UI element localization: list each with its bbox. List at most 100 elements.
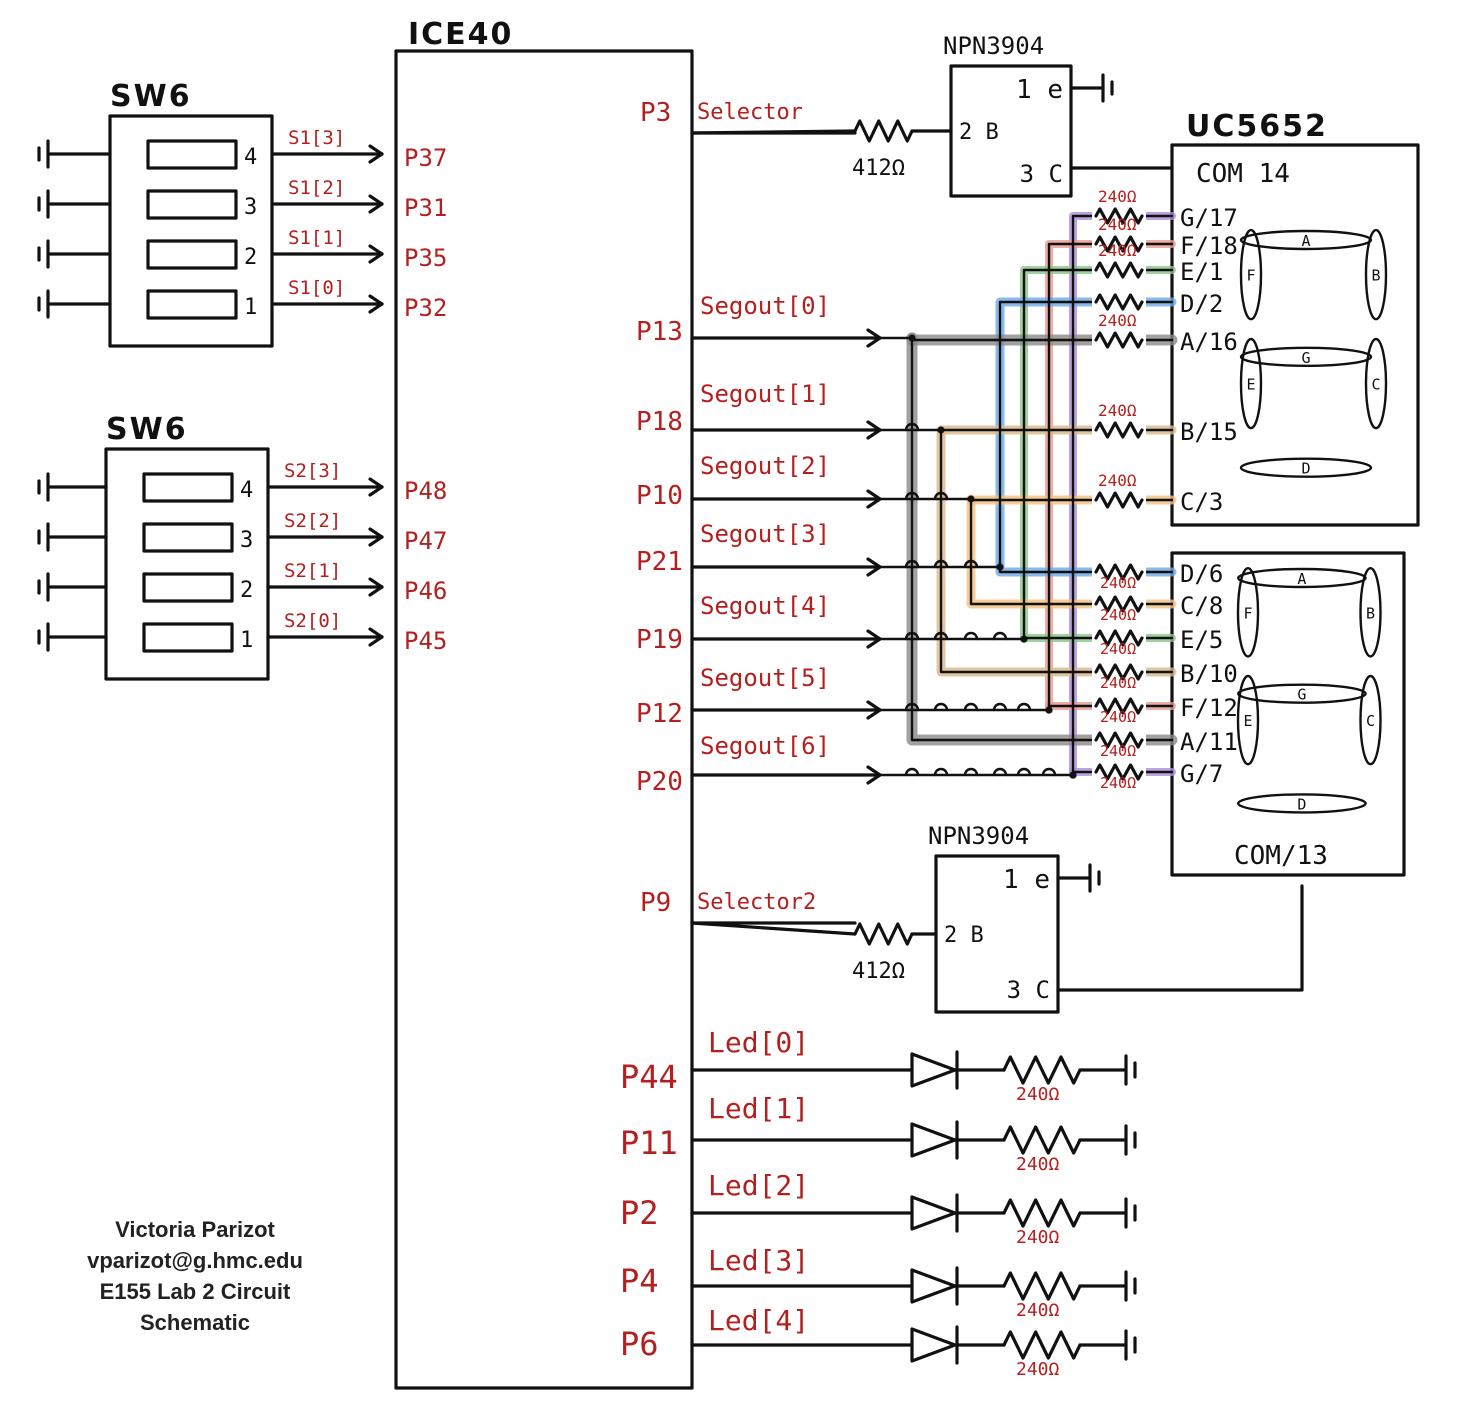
led-diode-symbol [910,1122,957,1158]
segout-net-label: Segout[6] [700,732,830,760]
junction-dot [996,563,1004,571]
resistor-label: 240Ω [1100,674,1136,692]
junction-dot [1045,706,1053,714]
switch-toggle [146,139,238,170]
resistor-label: 240Ω [1100,742,1136,760]
author-credit: Victoria Parizot vparizot@g.hmc.edu E155… [40,1214,350,1338]
display-pin-label: C/3 [1180,488,1223,516]
segment-d [1239,457,1373,478]
fpga-pin-label: P13 [636,317,683,347]
segout-net-label: Segout[2] [700,452,830,480]
segment-letter: C [1366,712,1375,730]
segment-letter: F [1246,267,1255,285]
transistor-base-pin: 2 B [959,120,999,145]
led-diode-symbol [910,1195,957,1231]
segment-letter: F [1243,604,1252,622]
switch-net-label: S1[0] [288,277,345,299]
resistor-label: 240Ω [1098,241,1137,260]
display-pin-label: F/12 [1180,694,1238,722]
selector-net-label: Selector [697,100,803,125]
led-net-label: Led[4] [708,1304,809,1337]
display-pin-label: B/15 [1180,418,1238,446]
transistor-emitter-pin: 1 e [1016,75,1063,105]
segment-b [1359,567,1382,658]
resistor-label: 240Ω [1100,708,1136,726]
transistor-collector-pin: 3 C [1020,160,1063,188]
fpga-pin-label: P37 [404,144,447,172]
segment-f [1239,228,1263,321]
selector-resistor-label: 412Ω [852,959,905,984]
led-net-label: Led[3] [708,1244,809,1277]
display-digit-2-body [1170,551,1406,877]
switch-toggle [146,239,238,270]
display-pin-label: G/7 [1180,760,1223,788]
display-pin-label: B/10 [1180,660,1238,688]
switch-position-number: 1 [240,628,253,653]
segment-c [1359,674,1382,766]
junction-dot [937,426,945,434]
fpga-label: ICE40 [408,17,513,52]
led-diode-symbol [910,1052,957,1088]
switch-toggle [146,189,238,220]
segout-net-label: Segout[0] [700,292,830,320]
switch-net-label: S2[3] [284,460,341,482]
led-net-label: Led[0] [708,1026,809,1059]
led-net-label: Led[1] [708,1092,809,1125]
course-title: E155 Lab 2 Circuit [99,1279,291,1304]
segment-letter: D [1297,795,1306,813]
display-pin-label: D/6 [1180,560,1223,588]
switch-net-label: S1[2] [288,177,345,199]
junction-dot [1069,771,1077,779]
transistor-base-pin: 2 B [944,923,984,948]
fpga-pin-label: P47 [404,527,447,555]
author-name: Victoria Parizot [115,1217,275,1242]
resistor-label: 240Ω [1098,401,1137,420]
switch-position-number: 3 [240,528,253,553]
switch-label: SW6 [110,79,192,114]
switch-label: SW6 [106,412,188,447]
resistor-label: 240Ω [1098,187,1137,206]
fpga-pin-label: P11 [620,1124,678,1162]
fpga-pin-label: P4 [620,1262,659,1300]
segment-d [1237,793,1367,814]
switch-body [104,447,270,681]
switch-net-label: S1[3] [288,127,345,149]
segout-net-label: Segout[5] [700,664,830,692]
display-pin-label: D/2 [1180,290,1223,318]
switch-toggle [142,522,234,553]
junction-dot [1020,635,1028,643]
display-pin-label: A/16 [1180,328,1238,356]
segment-letter: C [1371,376,1380,394]
segment-letter: E [1246,376,1255,394]
fpga-pin-label: P20 [636,767,683,797]
switch-toggle [142,622,234,653]
segout-net-label: Segout[3] [700,520,830,548]
resistor-label: 240Ω [1098,471,1137,490]
transistor-collector-pin: 3 C [1007,976,1050,1004]
fpga-pin-label: P32 [404,294,447,322]
segment-letter: G [1297,686,1306,704]
segment-letter: B [1371,267,1380,285]
led-resistor-label: 240Ω [1016,1300,1060,1321]
segment-a [1239,229,1373,251]
switch-position-number: 4 [244,145,257,170]
fpga-pin-label: P3 [640,98,671,128]
fpga-pin-label: P45 [404,627,447,655]
selector-net-label: Selector2 [697,890,816,915]
segment-letter: A [1301,232,1310,250]
led-diode-symbol [910,1327,957,1363]
resistor-label: 240Ω [1100,774,1136,792]
fpga-pin-label: P19 [636,625,683,655]
fpga-pin-label: P6 [620,1325,659,1363]
segment-a [1237,567,1367,589]
